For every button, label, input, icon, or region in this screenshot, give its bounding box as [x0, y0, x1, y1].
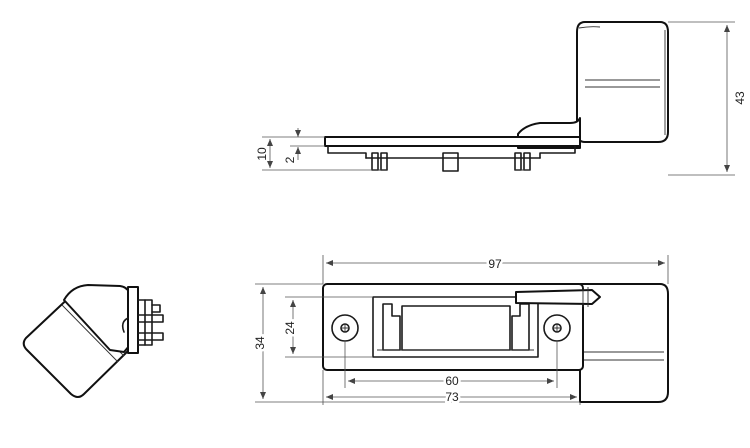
dim-plate-length-label: 73: [445, 390, 459, 404]
plan-view-hole-right: [543, 314, 571, 342]
side-view-edge-highlight: [578, 26, 666, 135]
side-view-seam: [585, 79, 660, 88]
side-view-camera-head: [576, 21, 669, 143]
plan-view-seam: [584, 351, 664, 361]
dim-plate-length: 73: [322, 370, 581, 407]
dim-plate-height-label: 24: [283, 321, 297, 335]
end-view-plate: [127, 286, 139, 354]
plan-view-plate: [322, 283, 584, 371]
dim-overall-length-label: 97: [488, 257, 502, 271]
dim-step-label: 2: [283, 156, 297, 163]
side-view-pin-4: [514, 152, 522, 171]
plan-view-bracket-arm: [515, 289, 601, 305]
side-view-pin-5: [523, 152, 531, 171]
dim-flange-thickness-label: 10: [255, 147, 269, 161]
dim-overall-width: 34: [251, 283, 580, 403]
plan-view-camera-head: [579, 283, 669, 403]
dim-hole-spacing-label: 60: [445, 374, 459, 388]
end-view-detail: [144, 299, 161, 346]
dim-hole-spacing: 60: [344, 342, 558, 391]
side-view-pin-1: [371, 152, 379, 171]
side-view-pin-2: [380, 152, 388, 171]
dim-overall-height: 43: [668, 21, 747, 176]
plan-view-bracket-ribs: [582, 287, 589, 307]
plan-view-recess-outer: [372, 296, 539, 358]
end-view-bracket: [121, 317, 129, 333]
end-view: [22, 284, 164, 398]
plan-view: 97 34 24 60 73: [251, 255, 669, 407]
dim-overall-length: 97: [322, 255, 669, 284]
end-view-clips: [137, 314, 164, 341]
plan-view-hole-left: [331, 314, 359, 342]
dim-overall-height-label: 43: [733, 91, 747, 105]
side-view-pin-3: [442, 152, 459, 172]
dim-plate-height: 24: [281, 296, 373, 358]
dim-overall-width-label: 34: [253, 336, 267, 350]
dim-flange: 10 2: [255, 128, 372, 171]
side-view-plate: [324, 136, 581, 147]
side-view-under-profile: [327, 145, 576, 159]
side-view: 43 10 2: [255, 21, 747, 176]
